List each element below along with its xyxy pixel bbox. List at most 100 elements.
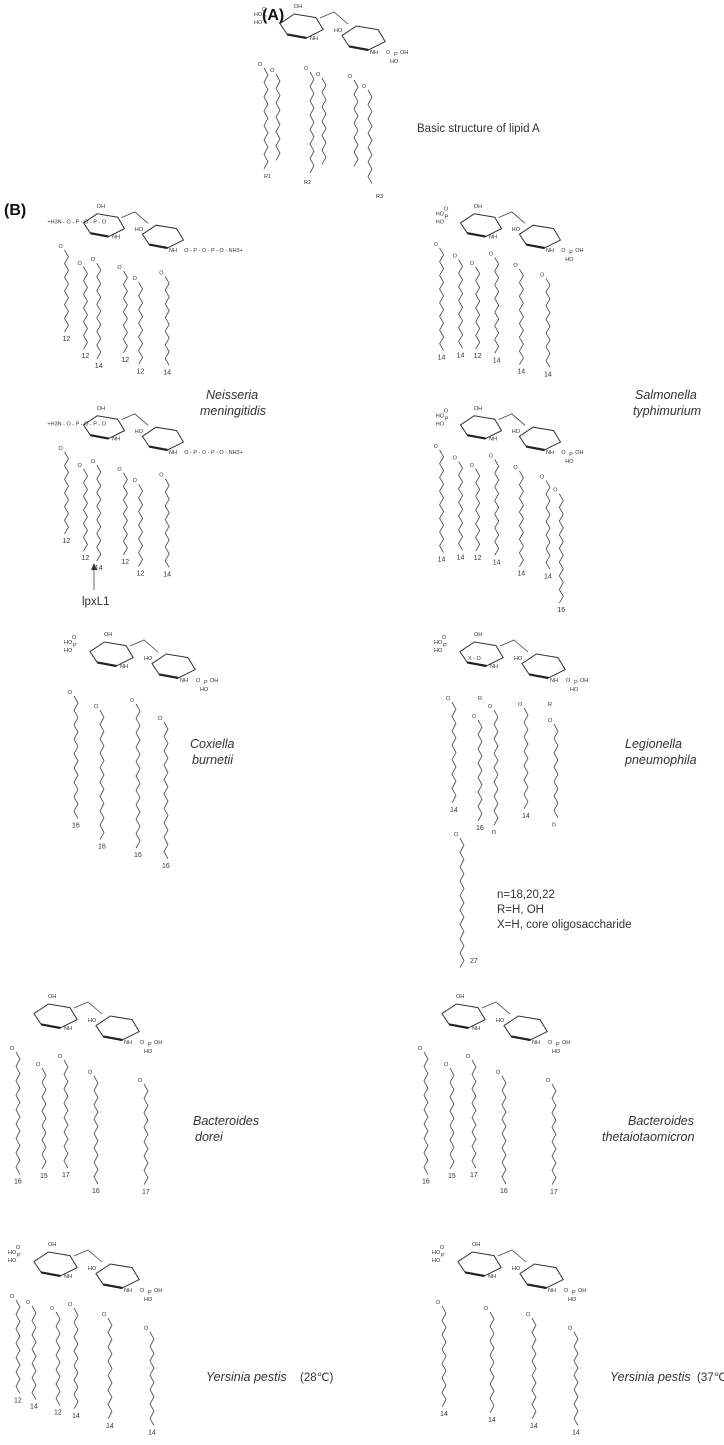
basic-ester-o-4: O — [348, 74, 353, 80]
salmonella-bottom-chain-2 — [475, 468, 481, 552]
salmonella-top-nh-right: NH — [546, 248, 554, 254]
legionella-chain-3 — [523, 707, 529, 809]
yp28-ester-o-2: O — [50, 1306, 55, 1312]
neisseria-top-chain-2 — [96, 262, 102, 360]
legionella-chain-4 — [553, 723, 559, 818]
neisseria-top-chain-0 — [64, 249, 69, 333]
legionella-pl-ho1: HO — [434, 640, 443, 646]
yp37-pl-ho2: HO — [432, 1258, 441, 1264]
legionella-r-label-1: R — [478, 696, 482, 702]
neisseria-bottom-left-ring-bold — [90, 434, 109, 440]
salmonella-top-pr-p: P — [569, 250, 573, 256]
btheta-ester-o-2: O — [466, 1054, 471, 1060]
salmonella-bottom-chain-label-3: 14 — [493, 559, 501, 566]
btheta-pr-o: O — [548, 1040, 553, 1046]
bdorei-pr-ho: HO — [144, 1049, 153, 1055]
coxiella-right-ring — [151, 653, 196, 679]
salmonella-bottom-ester-o-1: O — [453, 455, 458, 461]
bdorei-pr-p: P — [148, 1042, 152, 1048]
salmonella-top-ester-o-1: O — [453, 253, 458, 259]
basic-left-ring-bold — [286, 33, 307, 40]
salmonella-top-chain-label-1: 14 — [457, 352, 465, 359]
neisseria-top-chain-label-3: 12 — [121, 357, 129, 364]
neisseria-top-nh-right: NH — [169, 248, 177, 254]
bdorei-chain-label-4: 17 — [142, 1189, 150, 1196]
yp28-chain-label-3: 14 — [72, 1413, 80, 1420]
yp28-pl-o: O — [16, 1245, 21, 1251]
salmonella-bottom-chain-label-5: 14 — [544, 573, 552, 580]
basic-ho-right: HO — [334, 28, 343, 34]
legionella-ester-o-2: O — [488, 704, 493, 710]
salmonella-top-ester-o-3: O — [489, 252, 494, 258]
neisseria-bottom-right-ring — [141, 426, 185, 451]
legionella-x-o-label: X - O — [468, 656, 482, 662]
basic-pl-ho2: HO — [254, 20, 263, 26]
salmonella-top-left-ring — [459, 213, 503, 238]
neisseria-bottom-ester-o-2: O — [91, 459, 96, 465]
salmonella-bottom-linker — [498, 413, 526, 426]
legionella-chain-label-0: 14 — [450, 807, 458, 814]
bdorei-ester-o-2: O — [58, 1054, 63, 1060]
coxiella-chain-2 — [135, 703, 141, 849]
yp37-chain-label-2: 14 — [530, 1423, 538, 1430]
legionella-pl-p: P — [443, 643, 447, 649]
yp37-pl-o: O — [440, 1245, 445, 1251]
btheta-right-ring — [503, 1015, 548, 1041]
neisseria-top-chain-label-1: 12 — [82, 353, 90, 360]
btheta-linker — [481, 1001, 511, 1015]
yp28-nh-right: NH — [124, 1288, 132, 1294]
yp37-chain-1 — [489, 1311, 495, 1413]
yp37-nh-left: NH — [488, 1274, 496, 1280]
lpxl1-arrowhead — [91, 563, 97, 570]
neisseria-bottom-chain-0 — [64, 451, 69, 535]
species-btheta-line2: thetaiotaomicron — [602, 1130, 694, 1144]
basic-nh-left: NH — [310, 36, 318, 42]
yp37-chain-label-1: 14 — [488, 1417, 496, 1424]
neisseria-top-left-ring-bold — [90, 232, 109, 238]
yp37-oh-top: OH — [472, 1242, 480, 1248]
basic-chain-5 — [367, 89, 373, 184]
yp28-ho-right: HO — [88, 1266, 97, 1272]
yp28-nh-left: NH — [64, 1274, 72, 1280]
coxiella-ho-right: HO — [144, 656, 153, 662]
bdorei-ester-o-3: O — [88, 1070, 93, 1076]
neisseria-top-ester-o-1: O — [78, 261, 83, 267]
yp28-pr-o: O — [140, 1288, 145, 1294]
yp28-left-ring — [33, 1251, 78, 1277]
yp28-chain-label-4: 14 — [106, 1423, 114, 1430]
salmonella-top-ho-right: HO — [512, 227, 521, 233]
basic-ester-o-3: O — [316, 72, 321, 78]
yp28-chain-5 — [149, 1331, 155, 1426]
neisseria-bottom-ester-o-1: O — [78, 463, 83, 469]
yp37-ester-o-2: O — [526, 1312, 531, 1318]
btheta-chain-label-0: 16 — [422, 1178, 430, 1185]
species-yp37-name: Yersinia pestis — [610, 1370, 691, 1384]
bdorei-chain-2 — [63, 1059, 69, 1169]
species-legionella-line2: pneumophila — [624, 753, 697, 767]
bdorei-right-ring — [95, 1015, 140, 1041]
salmonella-bottom-ester-o-5: O — [540, 474, 545, 480]
salmonella-bottom-ester-o-6: O — [553, 488, 558, 494]
species-salmonella-line1: Salmonella — [635, 388, 697, 402]
salmonella-bottom-pl-ho1: HO — [436, 414, 445, 420]
neisseria-bottom-chain-label-1: 12 — [82, 555, 90, 562]
salmonella-top-pl-p: P — [445, 215, 449, 221]
salmonella-top-oh-top: OH — [474, 204, 482, 210]
yp28-chain-label-5: 14 — [148, 1430, 156, 1437]
yp28-chain-0 — [15, 1299, 21, 1394]
bdorei-chain-4 — [143, 1083, 149, 1185]
yp28-ester-o-1: O — [26, 1300, 31, 1306]
yp28-ester-o-4: O — [102, 1312, 107, 1318]
coxiella-ester-o-2: O — [130, 698, 135, 704]
yp28-ester-o-0: O — [10, 1294, 15, 1300]
yp28-right-ring-bold — [102, 1283, 123, 1290]
yp37-chain-label-3: 14 — [572, 1430, 580, 1437]
neisseria-bottom-chain-4 — [138, 483, 144, 567]
salmonella-top-chain-5 — [545, 278, 551, 368]
legionella-chain-label-1: 16 — [476, 825, 484, 832]
legionella-nh-left: NH — [490, 664, 498, 670]
